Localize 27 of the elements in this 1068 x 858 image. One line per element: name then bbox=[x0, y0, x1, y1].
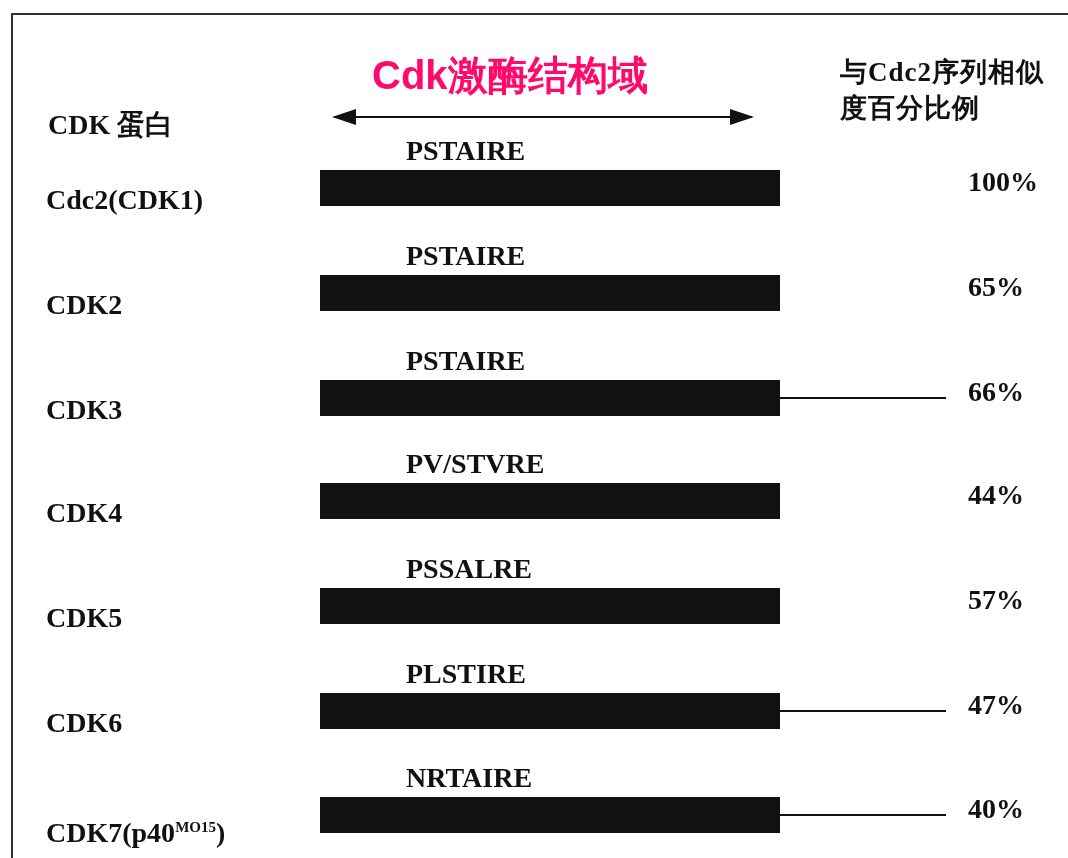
motif-label: PSTAIRE bbox=[406, 241, 526, 271]
percentage-label: 40% bbox=[968, 793, 1024, 825]
percentage-label: 100% bbox=[968, 166, 1038, 198]
tail-line bbox=[779, 814, 947, 816]
motif-label: PLSTIRE bbox=[406, 659, 526, 689]
motif-label: PSTAIRE bbox=[406, 346, 526, 376]
percentage-label: 57% bbox=[968, 584, 1024, 616]
protein-name: CDK5 bbox=[46, 602, 123, 634]
protein-name: CDK3 bbox=[46, 394, 123, 426]
percentage-label: 65% bbox=[968, 271, 1024, 303]
percentage-label: 47% bbox=[968, 689, 1024, 721]
tail-line bbox=[779, 710, 947, 712]
protein-name: CDK4 bbox=[46, 497, 123, 529]
protein-name: Cdc2(CDK1) bbox=[46, 184, 204, 216]
protein-name: CDK7(p40$^{MO15}$) bbox=[46, 816, 226, 850]
title: Cdk激酶结构域 bbox=[372, 52, 648, 98]
protein-name: CDK2 bbox=[46, 289, 123, 321]
motif-label: PSSALRE bbox=[406, 554, 533, 584]
protein-name: CDK6 bbox=[46, 707, 123, 739]
percentage-label: 66% bbox=[968, 376, 1024, 408]
tail-line bbox=[779, 397, 947, 399]
motif-label: PV/STVRE bbox=[406, 449, 545, 479]
motif-label: NRTAIRE bbox=[406, 763, 533, 793]
motif-label: PSTAIRE bbox=[406, 136, 526, 166]
column-heading: CDK 蛋白 bbox=[48, 108, 174, 142]
column-heading: 与Cdc2序列相似度百分比例 bbox=[840, 56, 1045, 125]
percentage-label: 44% bbox=[968, 479, 1024, 511]
